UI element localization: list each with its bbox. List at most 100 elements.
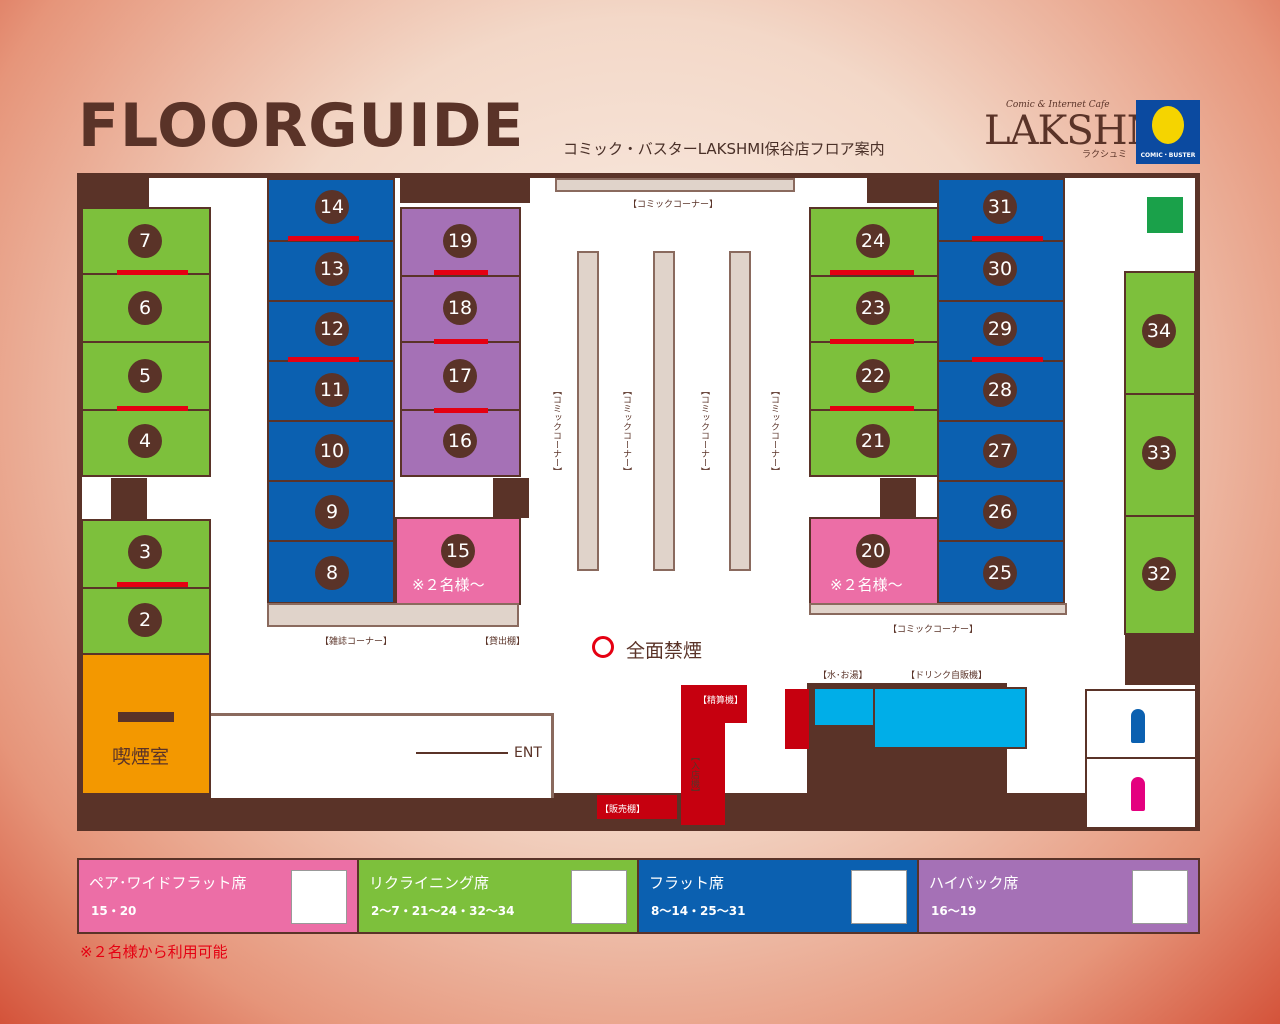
separator: [434, 339, 488, 344]
separator: [972, 357, 1043, 362]
smoking-room[interactable]: [81, 653, 211, 795]
seat-20-number: 20: [856, 534, 890, 568]
wall-right: [1195, 173, 1200, 831]
seat-17-number: 17: [443, 359, 477, 393]
seat-16-number: 16: [443, 424, 477, 458]
wall-top-right: [867, 173, 937, 203]
flat-seat-icon: [851, 870, 907, 924]
seat-11-number: 11: [315, 373, 349, 407]
counter-red: [785, 689, 809, 749]
seat-7-number: 7: [128, 224, 162, 258]
no-smoking-icon: [592, 636, 614, 658]
drink-machine[interactable]: [873, 687, 1027, 749]
seat-15[interactable]: [395, 517, 521, 605]
floor-map: [77, 173, 1200, 831]
legend-flat-title: フラット席: [649, 874, 725, 892]
magazine-shelf: [267, 603, 519, 627]
magazine-corner-label: 【雑誌コーナー】: [320, 637, 393, 647]
emergency-exit-icon: [1145, 195, 1185, 235]
separator: [830, 406, 914, 411]
rental-shelf-label: 【貸出棚】: [480, 637, 526, 647]
entrance-arrow: [416, 752, 508, 754]
lakshmi-tagline: Comic & Internet Cafe: [1006, 100, 1110, 110]
seat-19-number: 19: [443, 224, 477, 258]
separator: [117, 270, 188, 275]
entry-machine-label: 【入店機】: [689, 752, 699, 797]
two-people-note-20: ※２名様～: [830, 576, 903, 594]
restroom-women[interactable]: [1085, 757, 1197, 829]
seat-31-number: 31: [983, 190, 1017, 224]
separator: [288, 236, 359, 241]
staircase: [211, 713, 554, 798]
seat-14-number: 14: [315, 190, 349, 224]
highback-chair-icon: [1132, 870, 1188, 924]
page-title: FLOORGUIDE: [78, 91, 525, 161]
men-icon: [1131, 709, 1145, 743]
seat-6-number: 6: [128, 291, 162, 325]
separator: [830, 270, 914, 275]
entrance-label: ENT: [514, 745, 542, 761]
separator: [434, 408, 488, 413]
women-icon: [1131, 777, 1145, 811]
page-subtitle: コミック・バスターLAKSHMI保谷店フロア案内: [563, 140, 885, 158]
reclining-chair-icon: [571, 870, 627, 924]
sales-shelf[interactable]: [597, 795, 677, 819]
seat-25-number: 25: [983, 556, 1017, 590]
legend-note: ※２名様から利用可能: [80, 943, 228, 961]
seat-22-number: 22: [856, 359, 890, 393]
legend-pair-title: ペア･ワイドフラット席: [89, 874, 247, 892]
lakshmi-kana: ラクシュミ: [1082, 150, 1128, 160]
sales-shelf-label: 【販売棚】: [600, 805, 646, 815]
payment-machine[interactable]: [681, 685, 747, 723]
entry-machine[interactable]: [681, 719, 725, 825]
seat-15-number: 15: [441, 534, 475, 568]
seat-8-number: 8: [315, 556, 349, 590]
seat-12-number: 12: [315, 312, 349, 346]
separator: [434, 270, 488, 275]
seat-24-number: 24: [856, 224, 890, 258]
seat-21-number: 21: [856, 424, 890, 458]
wall-top: [77, 173, 1200, 178]
cigarette-icon: [118, 712, 174, 722]
seat-27[interactable]: [937, 420, 1065, 482]
wall-pillar-left: [111, 478, 147, 520]
wall-pillar-mid: [493, 478, 529, 518]
separator: [972, 236, 1043, 241]
comic-corner-vertical-2: 【コミックコーナー】: [621, 386, 631, 476]
mascot-icon: [1152, 106, 1184, 144]
wall-left: [77, 173, 82, 831]
seat-5-number: 5: [128, 359, 162, 393]
drink-machine-label: 【ドリンク自販機】: [906, 671, 988, 681]
comic-shelf-right: [809, 603, 1067, 615]
wall-pillar-right: [880, 478, 916, 518]
seat-34-number: 34: [1142, 314, 1176, 348]
seat-32-number: 32: [1142, 557, 1176, 591]
legend-flat: フラット席 8〜14・25〜31: [637, 858, 919, 934]
legend-highback: ハイバック席 16〜19: [917, 858, 1200, 934]
separator: [830, 339, 914, 344]
no-smoking-label: 全面禁煙: [626, 640, 703, 662]
comic-shelf-3: [729, 251, 751, 571]
comic-shelf-1: [577, 251, 599, 571]
wall-right-corner: [1125, 633, 1195, 685]
water-station[interactable]: [813, 687, 875, 727]
seat-3-number: 3: [128, 535, 162, 569]
water-label: 【水･お湯】: [818, 671, 868, 681]
separator: [117, 582, 188, 587]
payment-machine-label: 【精算機】: [698, 696, 744, 706]
legend-reclining-title: リクライニング席: [369, 874, 490, 892]
seat-29-number: 29: [983, 312, 1017, 346]
comic-corner-vertical-3: 【コミックコーナー】: [699, 386, 709, 476]
seat-33-number: 33: [1142, 436, 1176, 470]
legend-highback-seats: 16〜19: [931, 904, 977, 918]
separator: [288, 357, 359, 362]
seat-13-number: 13: [315, 252, 349, 286]
seat-27-number: 27: [983, 434, 1017, 468]
flat-seat-icon: [291, 870, 347, 924]
legend-reclining-seats: 2〜7・21〜24・32〜34: [371, 904, 515, 918]
seat-10-number: 10: [315, 434, 349, 468]
seat-26-number: 26: [983, 495, 1017, 529]
comic-buster-text: COMIC・BUSTER: [1140, 152, 1196, 159]
restroom-men[interactable]: [1085, 689, 1197, 759]
legend-pair-seats: 15・20: [91, 904, 137, 918]
